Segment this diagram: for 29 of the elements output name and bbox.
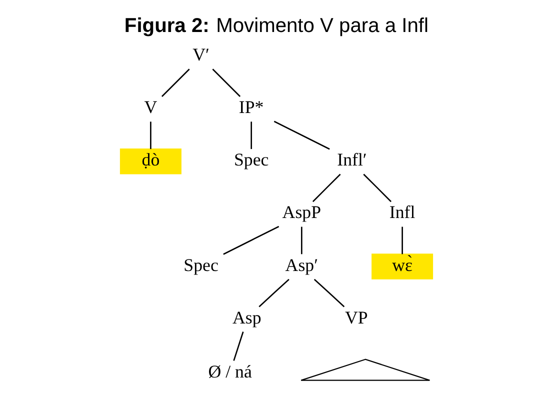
node-text: IP* — [238, 97, 264, 118]
node-text: V′ — [192, 44, 209, 65]
node-text: Infl′ — [336, 150, 366, 170]
connector — [150, 122, 151, 150]
node-text: Spec — [233, 150, 268, 170]
node-box: wɛ̀ — [371, 254, 433, 280]
node-text: Spec — [183, 254, 218, 275]
node-text: V — [144, 97, 157, 118]
node-text: VP — [344, 307, 368, 328]
connector — [312, 174, 340, 202]
node-text: Ø / ná — [208, 362, 252, 382]
node-text: AspP — [282, 202, 321, 222]
connector — [232, 332, 244, 361]
node-text: Infl — [388, 202, 415, 222]
connector — [362, 174, 392, 202]
node-text: Asp — [232, 307, 261, 328]
connector — [160, 68, 190, 97]
connector — [401, 226, 402, 254]
connector — [250, 122, 252, 150]
diagram-title: Figura 2: Movimento V para a Infl — [124, 15, 428, 38]
node-text: Asp′ — [284, 254, 318, 275]
connector — [273, 120, 330, 150]
connector — [258, 278, 289, 308]
connector — [222, 226, 279, 255]
connector — [313, 278, 344, 308]
connector — [212, 68, 240, 97]
node-box: ḍò — [119, 148, 181, 174]
connector — [300, 226, 302, 254]
node-triangle — [300, 358, 430, 381]
